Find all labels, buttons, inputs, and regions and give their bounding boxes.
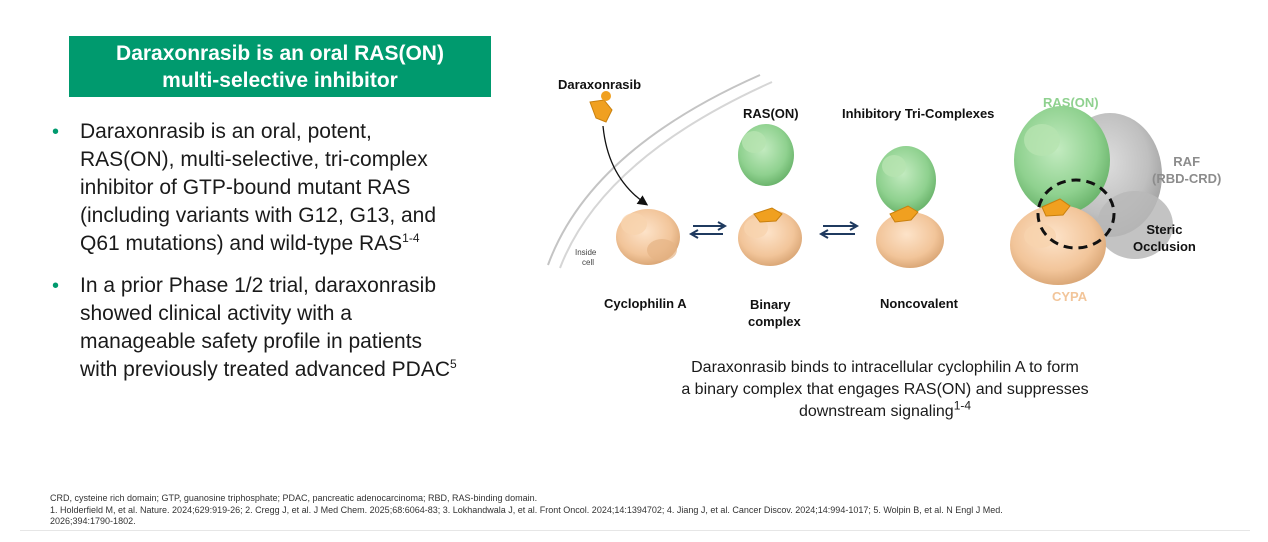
caption-line-3-text: downstream signaling <box>798 403 954 420</box>
bullet-2-line-2: showed clinical activity with a <box>80 302 352 325</box>
slide-title-line-1: Daraxonrasib is an oral RAS(ON) <box>116 41 444 65</box>
bullet-item-1: • Daraxonrasib is an oral, potent, RAS(O… <box>50 118 520 258</box>
ras-on-label: RAS(ON) <box>743 106 799 121</box>
slide-title-line-2: multi-selective inhibitor <box>162 68 398 92</box>
ras-on-detailed-structure <box>1014 106 1110 214</box>
cypa-label: CYPA <box>1052 289 1088 304</box>
bullet-item-2: • In a prior Phase 1/2 trial, daraxonras… <box>50 272 520 384</box>
inside-cell-line-1: Inside <box>575 248 597 257</box>
cyclophilin-a-structure <box>616 209 680 265</box>
bullet-2-line-4: with previously treated advanced PDAC5 <box>80 356 520 384</box>
raf-label: RAF (RBD-CRD) <box>1152 153 1221 187</box>
steric-line-1: Steric <box>1146 222 1183 237</box>
cell-membrane-shape <box>547 74 773 269</box>
binary-line-1: Binary <box>750 297 791 312</box>
caption-line-2: a binary complex that engages RAS(ON) an… <box>681 381 1089 398</box>
steric-occlusion-label: Steric Occlusion <box>1133 221 1196 255</box>
footnote-references: 1. Holderfield M, et al. Nature. 2024;62… <box>50 504 1003 515</box>
footnotes: CRD, cysteine rich domain; GTP, guanosin… <box>50 493 1200 528</box>
drug-label: Daraxonrasib <box>558 77 642 92</box>
bullet-list: • Daraxonrasib is an oral, potent, RAS(O… <box>50 118 520 398</box>
bullet-1-line-2: RAS(ON), multi-selective, tri-complex <box>80 148 428 171</box>
footnote-abbreviations: CRD, cysteine rich domain; GTP, guanosin… <box>50 493 538 503</box>
ras-on-structure <box>738 124 794 186</box>
tri-complex-structure <box>876 146 944 268</box>
binary-complex-structure <box>738 207 802 266</box>
diagram-caption: Daraxonrasib binds to intracellular cycl… <box>620 357 1150 423</box>
slide-title-banner: Daraxonrasib is an oral RAS(ON) multi-se… <box>69 36 491 97</box>
bullet-1-superscript: 1-4 <box>402 231 420 245</box>
noncovalent-label: Noncovalent <box>880 296 959 311</box>
bullet-1-line-5-text: Q61 mutations) and wild-type RAS <box>80 232 403 255</box>
caption-superscript: 1-4 <box>953 398 972 413</box>
footer-divider <box>20 530 1250 531</box>
cypa-detailed-structure <box>1010 198 1106 285</box>
equilibrium-arrows-2 <box>818 221 860 239</box>
equilibrium-arrows-1 <box>688 221 728 239</box>
inside-cell-line-2: cell <box>582 258 595 267</box>
bullet-1-line-1: Daraxonrasib is an oral, potent, <box>80 120 372 143</box>
raf-line-2: (RBD-CRD) <box>1152 171 1222 186</box>
cyclophilin-a-label: Cyclophilin A <box>604 296 687 311</box>
bullet-1-line-3: inhibitor of GTP-bound mutant RAS <box>80 176 411 199</box>
footnote-references-cont: 2026;394:1790-1802. <box>50 516 136 526</box>
bullet-2-line-4-text: with previously treated advanced PDAC <box>80 358 451 381</box>
bullet-dot: • <box>52 121 60 143</box>
binary-complex-label: Binary complex <box>748 296 801 330</box>
binary-line-2: complex <box>748 314 801 329</box>
bullet-2-superscript: 5 <box>450 357 457 371</box>
inside-cell-label: Inside cell <box>575 248 596 268</box>
bullet-2-line-1: In a prior Phase 1/2 trial, daraxonrasib <box>80 274 437 297</box>
steric-line-2: Occlusion <box>1133 239 1196 254</box>
bullet-1-line-4: (including variants with G12, G13, and <box>80 204 437 227</box>
caption-line-3: downstream signaling1-4 <box>620 398 1150 423</box>
caption-line-1: Daraxonrasib binds to intracellular cycl… <box>691 359 1079 376</box>
bullet-2-line-3: manageable safety profile in patients <box>80 330 423 353</box>
ras-on-structure-label: RAS(ON) <box>1043 95 1099 110</box>
steric-occlusion-circle <box>1036 178 1116 250</box>
tri-complex-label: Inhibitory Tri-Complexes <box>842 106 995 121</box>
drug-entry-arrow <box>602 125 649 206</box>
bullet-1-line-5: Q61 mutations) and wild-type RAS1-4 <box>80 230 520 258</box>
daraxonrasib-molecule-icon <box>589 91 613 123</box>
bullet-dot: • <box>52 275 60 297</box>
raf-line-1: RAF <box>1173 154 1201 169</box>
